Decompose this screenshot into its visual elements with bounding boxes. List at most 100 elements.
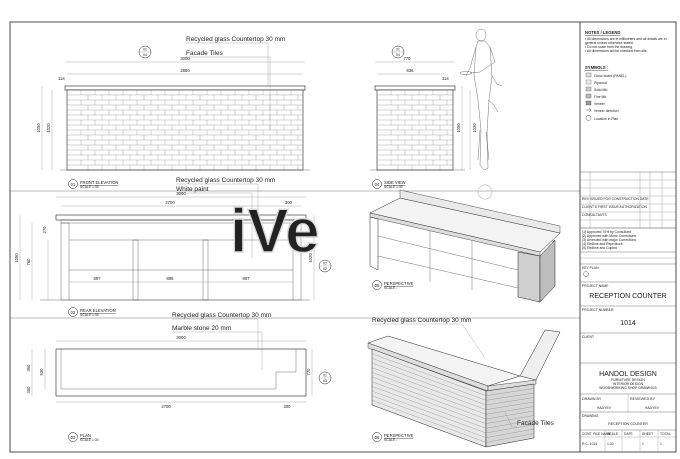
plan-view: 3000 2700 300 360 450 530 770 Recycled g…	[26, 312, 332, 442]
notes-title: NOTES / LEGEND	[585, 30, 620, 35]
plywood-swatch-icon	[585, 79, 592, 85]
side-countertop	[374, 85, 456, 91]
plan-dim-w2: 2700	[161, 404, 171, 409]
symbol-5: Veneer	[594, 102, 606, 106]
firm-sub-1: FURNITURE DESIGN	[611, 378, 645, 382]
approval-5: (5) Redline and Copied	[582, 246, 617, 250]
gloss-swatch-icon	[585, 72, 592, 78]
watermark-registered-icon	[477, 184, 493, 200]
project-name-label: PROJECT NAME	[582, 284, 609, 288]
front-view-num: 01	[71, 182, 76, 187]
key-plan-label: KEY PLAN	[582, 266, 599, 270]
side-dim-o: 114	[442, 76, 449, 81]
approval-4: (4) Redline and Reproduce	[582, 242, 623, 246]
symbols-legend: SYMBOLS : Gloss board (PANEL) Plywood So…	[585, 65, 626, 121]
plan-dim-d4: 530	[39, 368, 44, 376]
firm-sub-3: WOODWORKING SHOP DRAWINGS	[599, 386, 657, 390]
rear-callout-paint: White paint	[176, 186, 209, 193]
reviewed-by: HAJIYEV	[645, 406, 660, 410]
approval-2: (2) Approved with Minor Corrections	[582, 234, 636, 238]
firm-sub-2: INTERIOR DESIGN	[613, 382, 644, 386]
rear-dim-w3: 300	[285, 200, 293, 205]
front-callout-top: Recycled glass Countertop 30 mm	[186, 36, 285, 43]
notes-legend: NOTES / LEGEND • All dimensions are in m…	[585, 30, 667, 53]
rear-view-title: REAR ELEVATION	[80, 308, 116, 313]
rev-row-2: CLIENT'S FIRST ISSUE AUTHORIZATION	[582, 205, 648, 209]
foot-val-5: 1	[660, 442, 662, 446]
notes-line-2: general unless otherwise stated.	[585, 41, 634, 45]
side-dim-h2: 1020	[472, 123, 477, 133]
side-dim-w1: 770	[404, 56, 412, 61]
client-label: CLIENT	[582, 335, 594, 339]
symbol-2: Plywood	[594, 81, 607, 85]
front-view-scale: SCALE 1:30	[80, 185, 99, 189]
rear-dim-w1: 3000	[176, 191, 186, 196]
rear-dim-h1: 1050	[14, 253, 19, 263]
p2-callout-top: Recycled glass Countertop 30 mm	[372, 317, 471, 324]
notes-line-3: • Do not scale from the drawing.	[585, 45, 633, 49]
plan-dim-d3: 450	[26, 386, 31, 394]
rear-marker-b: 02	[323, 267, 327, 271]
foot-head-5: TOTAL	[660, 432, 671, 436]
plan-dim-d1: 770	[306, 368, 311, 376]
notes-line-4: • All dimensions will be checked from si…	[585, 49, 648, 53]
front-marker-b: 04	[143, 53, 147, 57]
front-callout-tiles: Facade Tiles	[186, 50, 224, 57]
foot-val-1: R.C. 1014	[582, 442, 597, 446]
foot-val-4: 1	[642, 442, 644, 446]
project-number: 1014	[620, 320, 636, 327]
human-figure	[459, 28, 503, 171]
rear-dim-s2: 898	[167, 276, 175, 281]
solid-swatch-icon	[585, 86, 592, 92]
rear-dim-h3: 760	[26, 258, 31, 266]
firm-name: HANDOL DESIGN	[599, 371, 657, 378]
plan-dim-w3: 300	[284, 404, 292, 409]
plan-marker-a: 01	[323, 374, 327, 378]
front-dim-w2: 2880	[180, 68, 190, 73]
plan-marker-b: 03	[323, 379, 327, 383]
rear-left-panel	[60, 222, 70, 301]
drawn-by: HAJIYEV	[597, 406, 612, 410]
rear-callout-top: Recycled glass Countertop 30 mm	[176, 177, 275, 184]
rear-view-scale: SCALE 1:30	[80, 313, 99, 317]
drawn-by-label: DRAWN BY	[582, 397, 602, 401]
symbol-6: Veneer direction	[594, 109, 619, 113]
project-number-label: PROJECT NUMBER	[582, 308, 614, 312]
plan-view-num: 03	[71, 435, 76, 440]
front-dim-h1: 1050	[36, 123, 41, 133]
project-name: RECEPTION COUNTER	[589, 293, 666, 300]
foot-head-2: SCALE	[607, 432, 619, 436]
revision-table: REV ISSUED FOR CONSTRUCTION DATE CLIENT'…	[580, 171, 676, 265]
symbol-3: Solid Mtr.	[594, 88, 608, 92]
side-dim-w2: 636	[407, 68, 415, 73]
plan-callout-top: Recycled glass Countertop 30 mm	[172, 312, 271, 319]
rear-dim-w2: 2700	[165, 200, 175, 205]
symbol-4: Fine Mtr.	[594, 95, 607, 99]
side-marker-b: 04	[396, 53, 400, 57]
perspective-front: Recycled glass Countertop 30 mm Facade T…	[367, 317, 561, 448]
perspective-rear: 05 PERSPECTIVE SCALE -	[369, 189, 561, 303]
plan-callout-marble: Marble stone 20 mm	[172, 325, 231, 332]
symbols-title: SYMBOLS :	[585, 65, 608, 70]
p1-view-scale: SCALE -	[384, 286, 397, 290]
front-elevation: 3000 2880 114 1050 1020 Recycled glass C…	[36, 36, 310, 189]
north-icon	[583, 271, 589, 277]
front-dim-w1: 3000	[180, 56, 190, 61]
plan-view-title: PLAN	[80, 433, 91, 438]
veneer-swatch-icon	[585, 100, 592, 106]
symbol-7: Location in Plan	[594, 117, 618, 121]
rear-dim-h4: 270	[42, 226, 47, 234]
approval-1: (1) Approved 70% by Consultant	[582, 230, 631, 234]
rev-row-3: CONSULTANTS	[582, 213, 607, 217]
rear-elevation: 3000 2700 300 897 898 897 1050 760 270 1…	[14, 177, 332, 317]
front-countertop	[64, 85, 306, 91]
plan-dim-d2: 360	[26, 364, 31, 372]
side-marker-a: 01	[396, 48, 400, 52]
title-block: REV ISSUED FOR CONSTRUCTION DATE CLIENT'…	[580, 171, 676, 452]
front-marker-a: 02	[143, 48, 147, 52]
rear-dim-s1: 897	[94, 276, 102, 281]
sheet-border	[9, 21, 677, 453]
front-view-title: FRONT ELEVATION	[80, 180, 118, 185]
side-brick-pattern	[377, 90, 453, 170]
